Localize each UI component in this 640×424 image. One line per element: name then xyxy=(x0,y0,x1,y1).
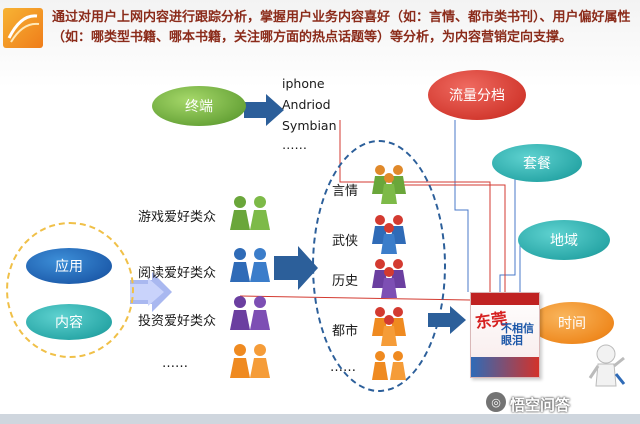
header-description: 通过对用户上网内容进行跟踪分析，掌握用户业务内容喜好（如：言情、都市类书刊）、用… xyxy=(52,10,631,45)
region-node: 地域 xyxy=(518,220,610,260)
terminal-label: 终端 xyxy=(185,99,213,115)
traffic-tier-node: 流量分档 xyxy=(428,70,526,120)
book-top-band xyxy=(471,293,539,305)
people-icon-category-urban xyxy=(372,307,406,346)
app-label: 应用 xyxy=(55,259,83,275)
book-bottom-band xyxy=(471,357,539,377)
region-label: 地域 xyxy=(550,233,578,249)
header-band xyxy=(0,0,640,88)
os-more: …… xyxy=(282,137,307,152)
category-romance: 言情 xyxy=(332,184,359,199)
user-group-gaming: 游戏爱好类众 xyxy=(138,210,217,225)
package-node: 套餐 xyxy=(492,144,582,182)
people-icon-blue xyxy=(230,248,270,282)
source-circle xyxy=(6,222,134,358)
people-icon-category-romance xyxy=(372,165,406,204)
watermark-logo-icon: ◎ xyxy=(486,392,506,412)
category-history: 历史 xyxy=(332,274,359,289)
terminal-node: 终端 xyxy=(152,86,246,126)
time-node: 时间 xyxy=(530,302,614,344)
user-group-investing: 投资爱好类众 xyxy=(138,314,217,329)
category-more: …… xyxy=(330,360,356,375)
user-group-reading: 阅读爱好类众 xyxy=(138,266,217,281)
time-label: 时间 xyxy=(558,316,586,332)
watermark-text: 悟空问答 xyxy=(510,396,571,414)
os-android: Andriod xyxy=(282,97,331,112)
people-icon-category-martial xyxy=(372,215,406,254)
content-node: 内容 xyxy=(26,304,112,340)
people-icon-category-history xyxy=(372,259,406,298)
people-icon-orange xyxy=(230,344,270,378)
category-urban: 都市 xyxy=(332,324,359,339)
category-ellipse xyxy=(312,140,446,392)
user-group-more: …… xyxy=(162,356,188,371)
package-label: 套餐 xyxy=(523,156,551,172)
content-label: 内容 xyxy=(55,315,83,331)
category-martial: 武侠 xyxy=(332,234,359,249)
people-icon-green xyxy=(230,196,270,230)
people-icon-category-more xyxy=(372,351,406,380)
os-symbian: Symbian xyxy=(282,118,337,133)
people-icon-purple xyxy=(230,296,270,330)
book-subtitle: 不相信眼泪 xyxy=(501,322,534,347)
app-node: 应用 xyxy=(26,248,112,284)
traffic-tier-label: 流量分档 xyxy=(449,88,505,104)
book-cover: 东莞 不相信眼泪 xyxy=(470,292,540,378)
logo-icon xyxy=(3,8,43,48)
footer-band xyxy=(0,414,640,424)
os-iphone: iphone xyxy=(282,76,325,91)
